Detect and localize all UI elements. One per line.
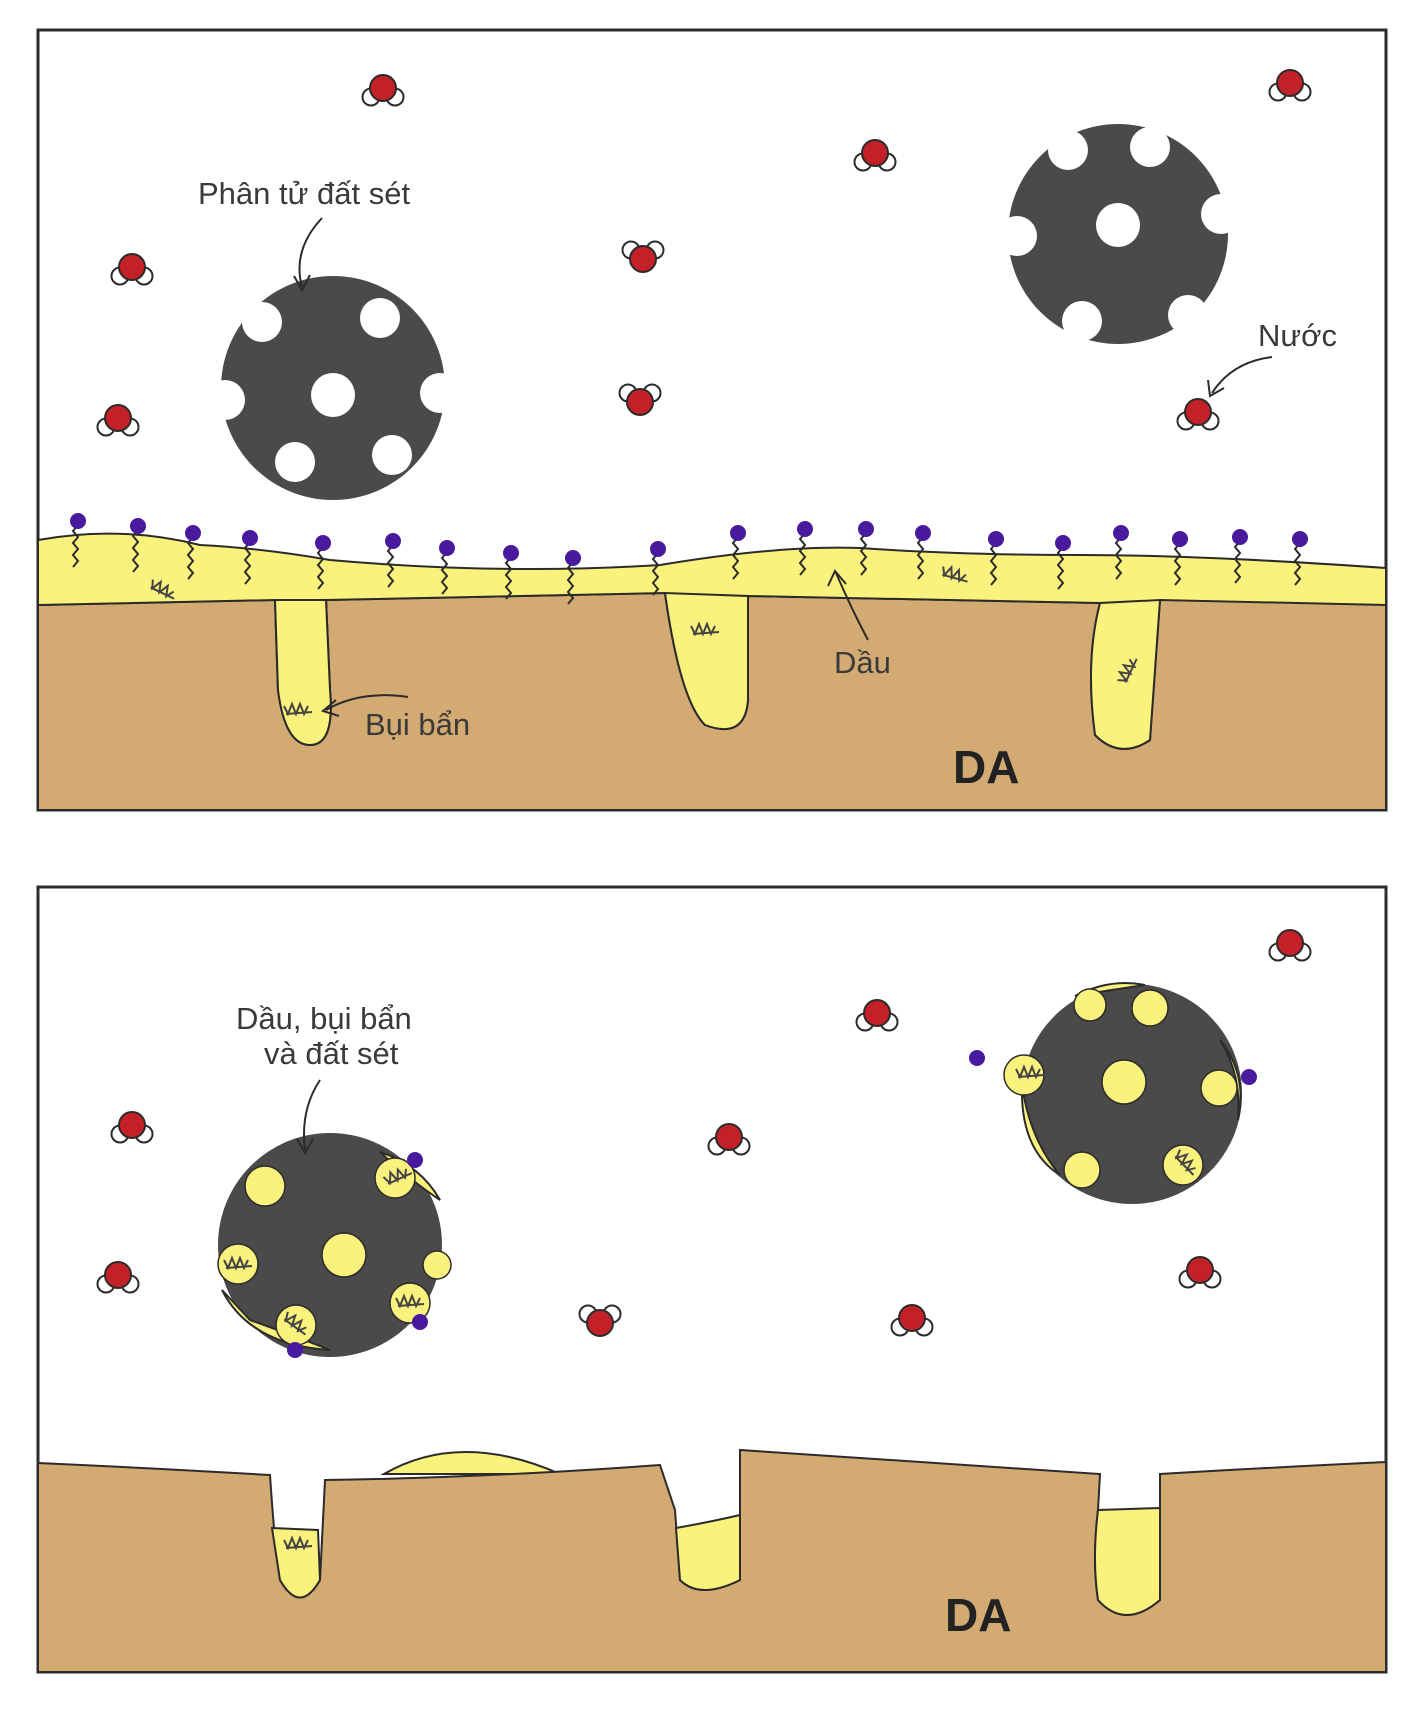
panel-after: Dầu, bụi bẩn và đất sét DA <box>36 885 1388 1674</box>
oil-pore-right-after <box>1094 1506 1161 1616</box>
arrow-clay <box>298 217 323 288</box>
panel-before: Phân tử đất sét Nước Dầu Bụi bẩn DA <box>36 28 1388 812</box>
surfactant-icon <box>969 1050 1257 1085</box>
label-dirt: Bụi bẩn <box>365 707 470 742</box>
arrow-combined <box>303 1079 321 1151</box>
label-skin-after: DA <box>945 1589 1011 1641</box>
oil-pore-middle <box>663 591 749 730</box>
arrow-dirt <box>325 694 409 711</box>
arrow-oil <box>835 572 869 641</box>
label-clay-particle: Phân tử đất sét <box>198 176 410 211</box>
label-combined-line1: Dầu, bụi bẩn <box>236 1001 412 1036</box>
surfactant-icon <box>287 1152 428 1358</box>
label-water: Nước <box>1258 318 1337 353</box>
oil-pore-right <box>1090 598 1162 750</box>
clay-particle-icon <box>1003 982 1242 1204</box>
oil-pore-middle-after <box>674 1513 741 1591</box>
label-oil: Dầu <box>834 645 891 680</box>
arrow-water <box>1211 356 1273 394</box>
label-combined-line2: và đất sét <box>264 1036 399 1071</box>
label-skin-before: DA <box>953 741 1019 793</box>
clay-particle-icon <box>205 124 1241 500</box>
oil-droplet <box>380 1451 561 1475</box>
